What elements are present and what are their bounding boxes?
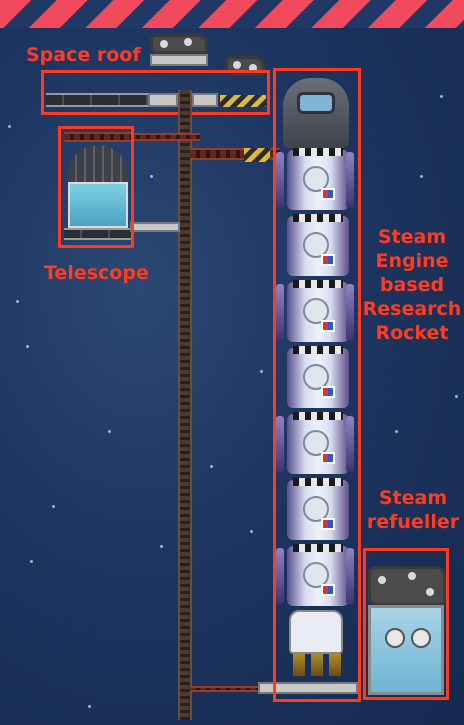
research-module — [283, 412, 353, 476]
telescope-ceiling — [64, 132, 132, 142]
telescope-floor — [64, 228, 132, 240]
telescope-label: Telescope — [44, 262, 149, 284]
steam-engine — [283, 610, 349, 678]
space-roof-highlight-box — [41, 70, 270, 115]
rocket-label-line: Engine — [375, 250, 449, 272]
gas-vent-icon — [411, 628, 431, 648]
map-edge-hazard-border — [0, 0, 464, 28]
regolith-pile — [150, 34, 208, 54]
ladder — [178, 90, 192, 720]
regolith-pile — [368, 566, 446, 606]
research-module — [283, 478, 353, 542]
research-module — [283, 280, 353, 344]
research-module-nosecone — [283, 78, 349, 148]
research-module — [283, 214, 353, 278]
refueller-label-line: refueller — [366, 511, 460, 533]
steam-refueller-chamber — [368, 605, 444, 695]
rocket-label-line: Rocket — [375, 322, 449, 344]
telescope-dome-icon — [68, 145, 128, 185]
roof-tile — [192, 93, 218, 107]
telescope-walkway — [130, 222, 180, 232]
rocket-label-line: Research — [362, 298, 462, 320]
roof-tile — [150, 54, 208, 66]
caution-tile — [220, 95, 266, 107]
refueller-label-line: Steam — [378, 487, 448, 509]
research-module — [283, 148, 353, 212]
rocket-label-line: based — [379, 274, 445, 296]
rocket-highlight-box — [273, 68, 361, 702]
bunker-tile-row — [46, 93, 150, 107]
research-module — [283, 544, 353, 608]
telescope-glass-chamber — [68, 182, 128, 228]
launch-pad-floor — [258, 682, 358, 694]
rocket-module-stack — [283, 73, 353, 678]
refueller-highlight-box — [363, 548, 449, 700]
research-module — [283, 346, 353, 410]
gas-vent-icon — [385, 628, 405, 648]
rocket-label: Steam Engine based Research Rocket — [360, 225, 464, 345]
telescope-highlight-box — [58, 126, 134, 248]
gantry-bridge — [120, 133, 200, 141]
floor-rail — [190, 686, 280, 692]
window-icon — [297, 92, 335, 114]
refueller-label: Steam refueller — [362, 486, 464, 534]
roof-tile — [148, 93, 178, 107]
rocket-label-line: Steam — [377, 226, 447, 248]
caution-tile — [244, 148, 270, 162]
steam-engine-icon — [289, 610, 343, 654]
space-roof-label: Space roof — [26, 44, 141, 66]
